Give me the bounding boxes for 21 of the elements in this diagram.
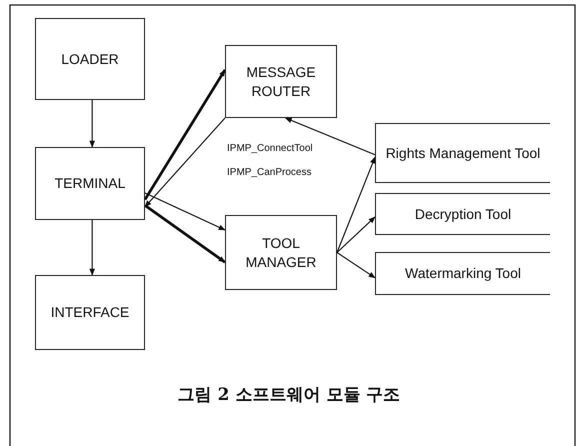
arrow [336,216,376,253]
arrow [144,192,226,230]
message-label: IPMP_ConnectTool [227,143,313,154]
module-box: TERMINAL [35,147,145,220]
module-box: TOOL MANAGER [225,215,337,290]
module-box: INTERFACE [35,275,145,350]
arrow [89,220,95,276]
message-label: IPMP_CanProcess [227,167,312,178]
arrow [336,252,376,278]
tool-box: Decryption Tool [375,193,550,235]
arrow [89,100,95,148]
figure-caption: 그림 2 소프트웨어 모듈 구조 [178,385,400,405]
tool-box: Watermarking Tool [375,252,550,295]
module-box: MESSAGE ROUTER [225,45,337,118]
arrow [336,156,376,253]
module-box: LOADER [35,18,145,100]
arrow [144,69,226,200]
tool-box: Rights Management Tool [375,123,550,183]
arrow [144,118,226,208]
arrow [144,204,226,264]
arrow [284,118,376,156]
